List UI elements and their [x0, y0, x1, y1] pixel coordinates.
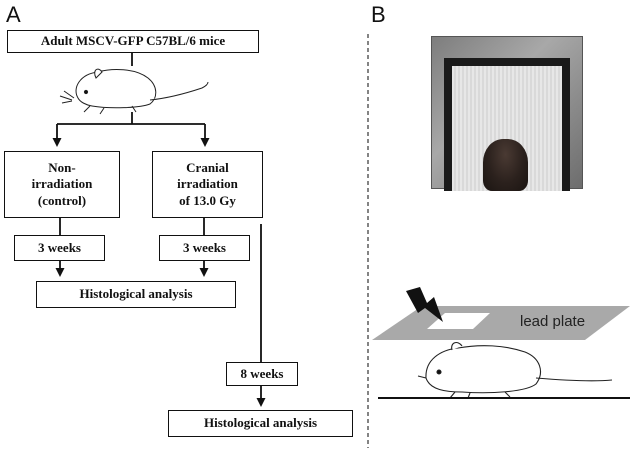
- cranial-irradiation-box: Cranial irradiation of 13.0 Gy: [152, 151, 263, 218]
- 8-weeks-box: 8 weeks: [226, 362, 298, 386]
- photo-mouse-head: [483, 139, 528, 191]
- right-3-weeks-box: 3 weeks: [159, 235, 250, 261]
- non-irradiation-box: Non- irradiation (control): [4, 151, 120, 218]
- histological-analysis-box-1: Histological analysis: [36, 281, 236, 308]
- panel-label-b: B: [371, 2, 386, 27]
- lead-plate-label: lead plate: [520, 313, 586, 330]
- mouse-outline: [417, 341, 613, 399]
- mouse-photo: [431, 36, 583, 191]
- plate-window: [427, 313, 490, 329]
- histological-analysis-box-2: Histological analysis: [168, 410, 353, 437]
- left-3-weeks-box: 3 weeks: [14, 235, 105, 261]
- start-box: Adult MSCV-GFP C57BL/6 mice: [7, 30, 259, 53]
- panel-label-a: A: [6, 2, 21, 27]
- mouse-illustration: [59, 68, 209, 115]
- lightning-bolt-icon: [406, 287, 443, 322]
- lead-plate: [372, 306, 630, 340]
